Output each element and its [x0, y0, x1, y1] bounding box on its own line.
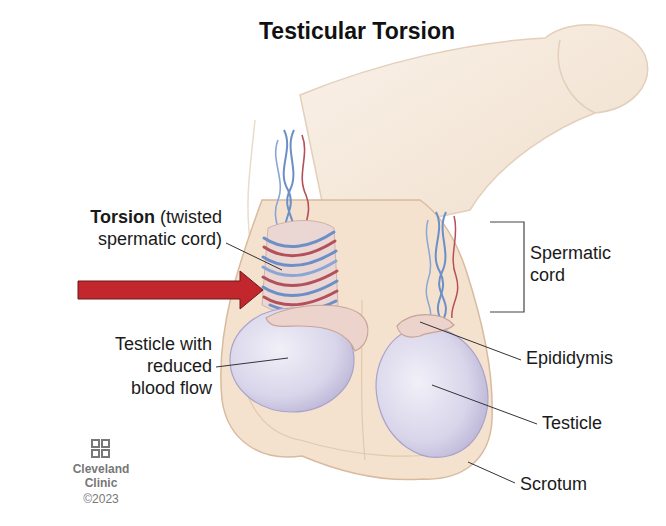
leader-lines: [216, 243, 537, 483]
twisted-cord: [263, 232, 337, 311]
logo-text: Cleveland Clinic: [65, 462, 137, 490]
part-label: Epididymis: [526, 347, 656, 369]
left-epididymis: [266, 305, 368, 351]
label-group: Torsion(twisted spermatic cord): [42, 206, 222, 250]
cord-sheath: [262, 221, 338, 315]
right-testicle: [362, 314, 502, 470]
part-label: Scrotum: [520, 473, 650, 495]
right-epididymis: [397, 315, 454, 337]
glans-line: [558, 40, 595, 113]
copyright: ©2023: [65, 492, 137, 506]
part-label: Testicle: [542, 412, 652, 434]
bracket: [490, 222, 524, 312]
callout-heading: Torsion: [90, 207, 155, 227]
right-cord-vessels: [426, 212, 457, 318]
diagram-title: Testicular Torsion: [207, 17, 507, 45]
part-label: Testicle with reduced blood flow: [104, 333, 212, 399]
part-label: Spermatic cord: [530, 242, 635, 286]
red-arrow: [78, 271, 263, 309]
logo-icon: [92, 440, 109, 457]
